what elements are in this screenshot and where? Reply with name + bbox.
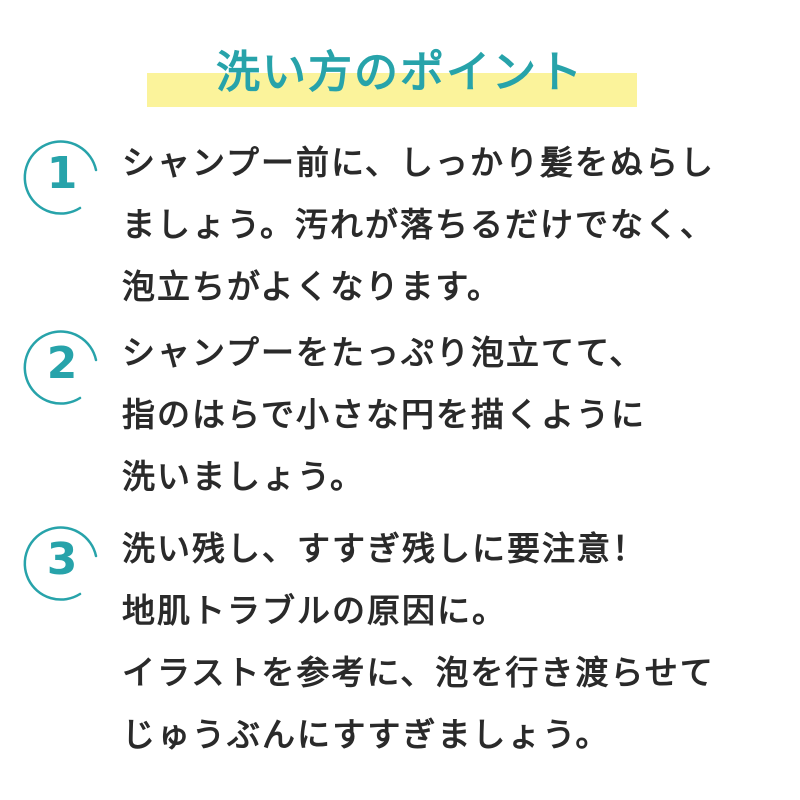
point-line: 地肌トラブルの原因に。: [122, 591, 507, 630]
point-number-badge: 1: [20, 132, 104, 216]
title-highlight: [147, 73, 637, 107]
point-text: シャンプー前に、しっかり髪をぬらし ましょう。汚れが落ちるだけでなく、 泡立ちが…: [122, 132, 782, 318]
point-line: 指のはらで小さな円を描くように: [122, 395, 647, 434]
page-title: 洗い方のポイント: [216, 47, 584, 98]
point-line: イラストを参考に、泡を行き渡らせて: [122, 653, 715, 692]
point-line: じゅうぶんにすすぎましょう。: [122, 715, 611, 754]
point-text: 洗い残し、すすぎ残しに要注意！ 地肌トラブルの原因に。 イラストを参考に、泡を行…: [122, 518, 782, 766]
point-line: ましょう。汚れが落ちるだけでなく、: [122, 205, 716, 244]
point-number: 3: [46, 534, 78, 585]
point-number: 2: [46, 338, 78, 389]
point-number-badge: 2: [20, 322, 104, 406]
point-line: シャンプー前に、しっかり髪をぬらし: [122, 143, 716, 182]
title-block: 洗い方のポイント: [0, 40, 800, 110]
point-line: シャンプーをたっぷり泡立てて、: [122, 333, 645, 372]
point-number: 1: [46, 148, 78, 199]
point-text: シャンプーをたっぷり泡立てて、 指のはらで小さな円を描くように 洗いましょう。: [122, 322, 782, 508]
point-line: 洗いましょう。: [122, 457, 366, 496]
arc-circle-icon: [23, 526, 98, 601]
point-line: 泡立ちがよくなります。: [122, 267, 503, 306]
arc-circle-icon: [23, 330, 98, 405]
point-line: 洗い残し、すすぎ残しに要注意！: [122, 529, 647, 568]
point-number-badge: 3: [20, 518, 104, 602]
arc-circle-icon: [23, 140, 98, 215]
